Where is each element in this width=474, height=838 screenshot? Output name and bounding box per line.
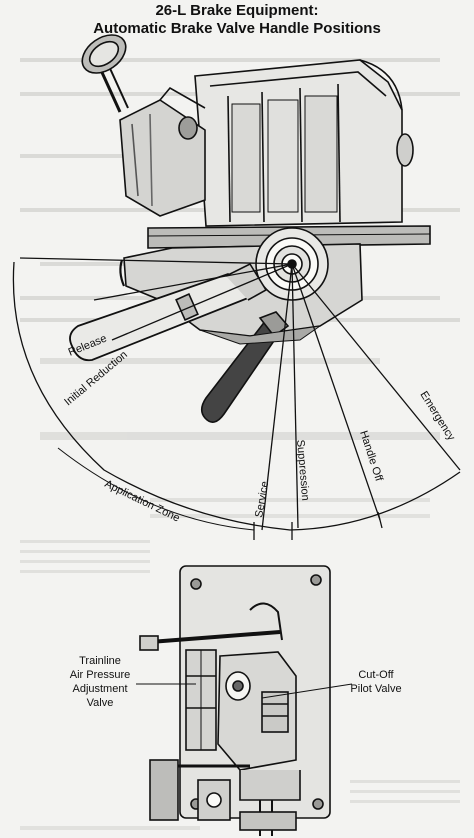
handle-position-arc <box>12 257 461 540</box>
cutoff-valve-callout: Cut-Off Pilot Valve <box>350 669 401 695</box>
automatic-brake-valve-assembly <box>69 34 431 423</box>
diagram-title-line2: Automatic Brake Valve Handle Positions <box>93 20 381 37</box>
trainline-label-line3: Adjustment <box>72 683 127 695</box>
trainline-valve-callout: Trainline Air Pressure Adjustment Valve <box>70 655 131 709</box>
trainline-label-line4: Valve <box>87 697 114 709</box>
lower-valve-panel <box>139 565 331 836</box>
callout-leaders <box>136 683 353 699</box>
trainline-label-line1: Trainline <box>79 655 121 667</box>
trainline-label-line2: Air Pressure <box>70 669 131 681</box>
cutoff-label-line1: Cut-Off <box>358 669 394 681</box>
position-label-suppression: Suppression <box>294 439 311 501</box>
cutoff-label-line2: Pilot Valve <box>350 683 401 695</box>
diagram-title-line1: 26-L Brake Equipment: <box>155 2 319 19</box>
